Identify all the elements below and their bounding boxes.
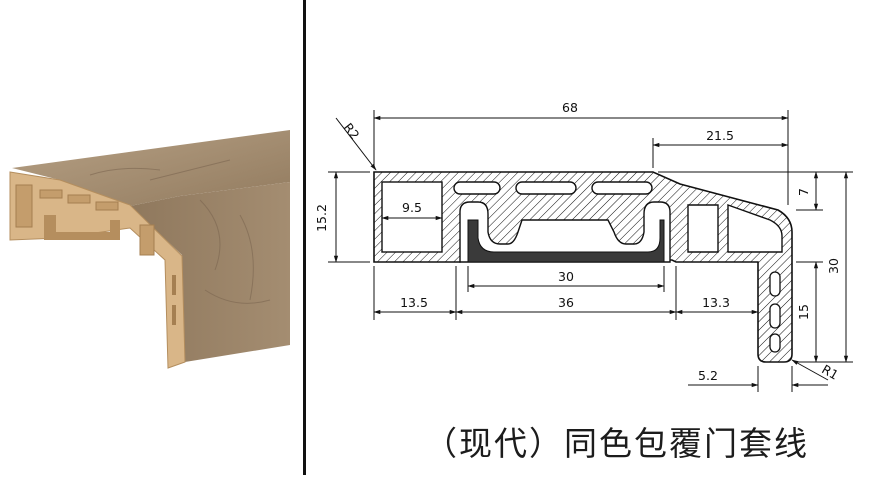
rubber-insert: [467, 219, 665, 263]
dim-left-segment: 13.5: [400, 295, 428, 310]
marble-front-face: [130, 182, 290, 362]
dim-total-height: 30: [826, 258, 841, 274]
chamber-slot-3: [591, 181, 653, 195]
leg-slot-3: [769, 333, 781, 353]
technical-drawing: 68 21.5 15.2 9.5 30 13.5 36 13.3 7 30 15…: [308, 0, 869, 475]
product-render-svg: [9, 130, 290, 369]
profile-chamber-5: [139, 224, 155, 256]
profile-groove: [44, 215, 120, 240]
profile-chamber-1: [15, 184, 33, 228]
dim-chamber-width: 9.5: [402, 200, 422, 215]
leg-slot-1: [769, 271, 781, 297]
dim-radius-bottom: R1: [819, 361, 841, 382]
dim-left-height: 15.2: [314, 204, 329, 232]
chamber-right: [687, 204, 719, 253]
chamber-slot-2: [515, 181, 577, 195]
profile-leg-slot-2: [172, 305, 176, 325]
profile-chamber-4: [95, 201, 119, 211]
dim-top-right: 21.5: [706, 128, 734, 143]
dim-overall-width: 68: [562, 100, 578, 115]
chamber-slot-1: [453, 181, 501, 195]
panel-divider: [303, 0, 306, 475]
product-render: [0, 0, 300, 475]
leg-slot-2: [769, 303, 781, 329]
dim-step: 7: [796, 188, 811, 196]
dim-radius-top: R2: [341, 120, 363, 142]
profile-chamber-3: [67, 194, 91, 204]
chamber-slanted: [727, 204, 783, 253]
chamber-left: [381, 181, 443, 253]
profile-leg-slot-1: [172, 275, 176, 295]
dim-leg-height: 15: [796, 304, 811, 320]
marble-top-surface: [12, 130, 290, 206]
dim-groove-width: 30: [558, 269, 574, 284]
technical-drawing-svg: 68 21.5 15.2 9.5 30 13.5 36 13.3 7 30 15…: [314, 100, 853, 392]
marble-veins: [89, 159, 271, 304]
clip-groove: [459, 201, 671, 263]
product-caption: （现代）同色包覆门套线: [424, 424, 809, 463]
profile-chamber-2: [39, 189, 63, 199]
dim-leg-width: 5.2: [698, 368, 718, 383]
dim-center-segment: 36: [558, 295, 574, 310]
dim-right-segment: 13.3: [702, 295, 730, 310]
